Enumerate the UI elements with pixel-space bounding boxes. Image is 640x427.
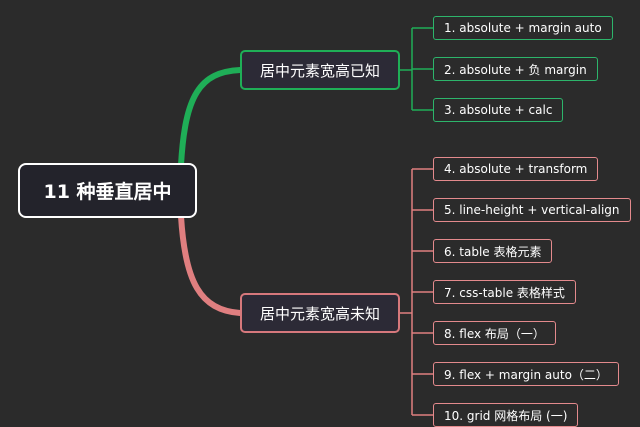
leaf-node-label: 6. table 表格元素	[444, 244, 542, 259]
leaf-node-6[interactable]: 6. table 表格元素	[433, 239, 553, 263]
leaf-node-9[interactable]: 9. flex + margin auto（二）	[433, 362, 619, 386]
leaf-node-10[interactable]: 10. grid 网格布局 (一)	[433, 403, 579, 427]
root-to-unknown-connector	[178, 213, 243, 316]
leaf-node-label: 3. absolute + calc	[444, 103, 553, 117]
leaf-node-label: 7. css-table 表格样式	[444, 285, 565, 300]
leaf-node-8[interactable]: 8. flex 布局（一）	[433, 321, 556, 345]
root-node-label: 11 种垂直居中	[43, 181, 172, 203]
leaf-node-7[interactable]: 7. css-table 表格样式	[433, 280, 576, 304]
root-to-known-connector	[178, 67, 243, 168]
leaf-node-4[interactable]: 4. absolute + transform	[433, 157, 599, 181]
branch-node-label: 居中元素宽高已知	[259, 61, 380, 80]
leaf-node-3[interactable]: 3. absolute + calc	[433, 98, 564, 122]
known-branch-bracket	[400, 27, 433, 111]
branch-node-size-unknown[interactable]: 居中元素宽高未知	[240, 293, 400, 333]
leaf-node-1[interactable]: 1. absolute + margin auto	[433, 16, 613, 40]
branch-node-size-known[interactable]: 居中元素宽高已知	[240, 50, 400, 90]
leaf-node-label: 9. flex + margin auto（二）	[444, 367, 608, 382]
root-node[interactable]: 11 种垂直居中	[18, 163, 197, 218]
leaf-node-5[interactable]: 5. line-height + vertical-align	[433, 198, 631, 222]
leaf-node-2[interactable]: 2. absolute + 负 margin	[433, 57, 598, 81]
leaf-node-label: 10. grid 网格布局 (一)	[444, 408, 568, 423]
leaf-node-label: 8. flex 布局（一）	[444, 326, 545, 341]
leaf-node-label: 5. line-height + vertical-align	[444, 203, 620, 217]
branch-node-label: 居中元素宽高未知	[259, 304, 380, 323]
leaf-node-label: 4. absolute + transform	[444, 162, 588, 176]
leaf-node-label: 1. absolute + margin auto	[444, 21, 602, 35]
leaf-node-label: 2. absolute + 负 margin	[444, 62, 587, 77]
unknown-branch-bracket	[400, 168, 433, 416]
